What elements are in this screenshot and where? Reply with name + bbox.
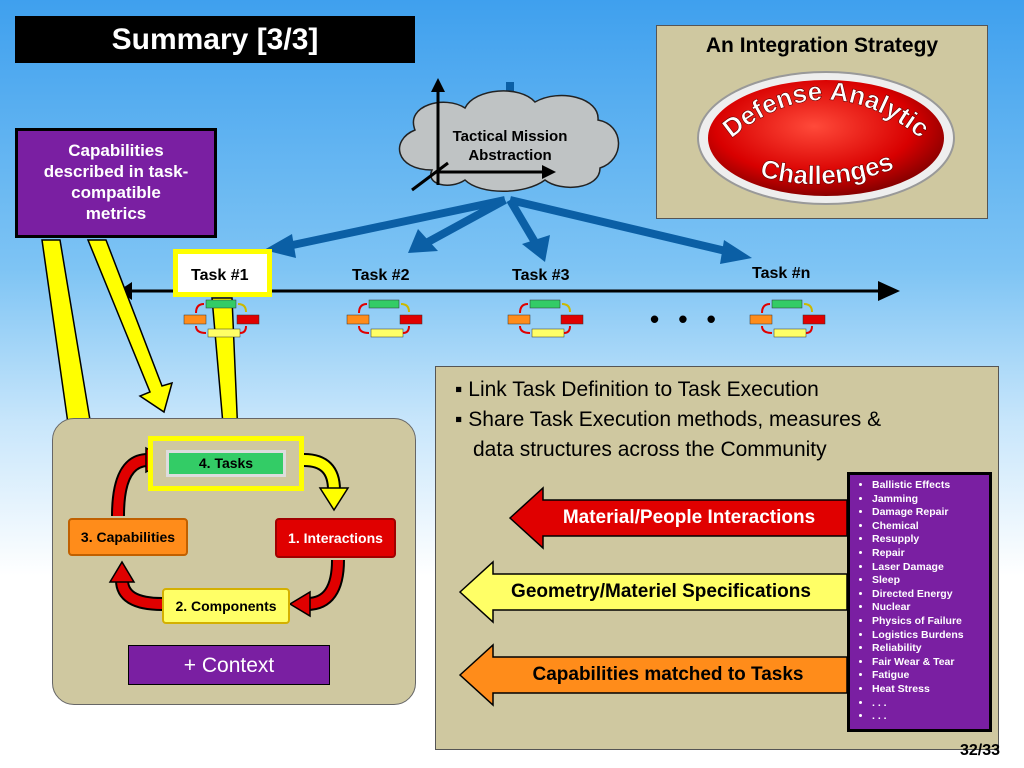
task-label-2: Task #2 [352,267,410,284]
bullet-square-icon: ▪ [455,408,469,431]
bullet-square-icon: ▪ [455,378,469,401]
capabilities-metrics-box: Capabilities described in task- compatib… [15,128,217,238]
list-item: Resupply [872,533,985,547]
integration-strategy-title: An Integration Strategy [705,34,939,57]
slide-title: Summary [3/3] [15,16,415,63]
capabilities-line-3: compatible [71,183,161,202]
material-arrow-label: Material/People Interactions [562,507,816,528]
list-item: . . . [872,697,985,711]
list-item: Repair [872,547,985,561]
bullet-2-continued: data structures across the Community [473,438,827,461]
list-item: Sleep [872,574,985,588]
integration-strategy-panel: An Integration Strategy Defense Analytic… [656,25,988,219]
list-item: Physics of Failure [872,615,985,629]
defense-analytic-challenges-badge: Defense Analytic Challenges [697,71,955,205]
mini-cycle-1 [183,299,260,338]
cloud-label-line-1: Tactical Mission [452,128,568,145]
effects-list-box: Ballistic Effects Jamming Damage Repair … [847,472,992,732]
cloud-label: Tactical Mission Abstraction [440,127,580,165]
effects-list: Ballistic Effects Jamming Damage Repair … [858,479,985,724]
timeline-arrowhead [878,281,900,301]
cycle-node-tasks: 4. Tasks [166,450,286,477]
list-item: Reliability [872,642,985,656]
task-label-n: Task #n [752,265,811,282]
list-item: Directed Energy [872,588,985,602]
capabilities-arrow-label: Capabilities matched to Tasks [532,664,804,685]
bullet-2-text: Share Task Execution methods, measures & [468,408,882,431]
task-label-1: Task #1 [191,267,249,284]
mini-cycle-2 [346,299,423,338]
task-1-highlight [173,249,272,297]
mini-cycle-n [749,299,826,338]
list-item: Chemical [872,520,985,534]
cloud-label-line-2: Abstraction [468,147,552,164]
cloud-shape [398,90,620,192]
capabilities-line-1: Capabilities [68,141,164,160]
context-box: + Context [128,645,330,685]
task-label-3: Task #3 [512,267,570,284]
bullet-1-text: Link Task Definition to Task Execution [468,378,819,401]
cycle-node-interactions: 1. Interactions [275,518,396,558]
bullet-2: ▪ Share Task Execution methods, measures… [455,405,881,435]
blue-arrows [264,196,752,264]
axis-depth [411,161,449,192]
cycle-arrows [108,446,350,618]
list-item: Nuclear [872,601,985,615]
mini-cycle-3 [507,299,584,338]
list-item: Logistics Burdens [872,629,985,643]
list-item: Heat Stress [872,683,985,697]
axis-horizontal-head [542,165,556,179]
bullet-1: ▪ Link Task Definition to Task Execution [455,375,819,405]
list-item: Ballistic Effects [872,479,985,493]
big-arrows [458,486,848,707]
cycle-node-components: 2. Components [162,588,290,624]
list-item: Jamming [872,493,985,507]
list-item: Laser Damage [872,561,985,575]
geometry-arrow-label: Geometry/Materiel Specifications [511,581,811,602]
axis-vertical-head [431,78,445,92]
list-item: Damage Repair [872,506,985,520]
capabilities-line-2: described in task- [43,162,189,181]
list-item: Fair Wear & Tear [872,656,985,670]
list-item: . . . [872,710,985,724]
task-ellipsis: • • • [650,304,722,334]
list-item: Fatigue [872,669,985,683]
cycle-node-capabilities: 3. Capabilities [68,518,188,556]
page-number: 32/33 [960,742,1001,759]
capabilities-line-4: metrics [85,204,147,223]
